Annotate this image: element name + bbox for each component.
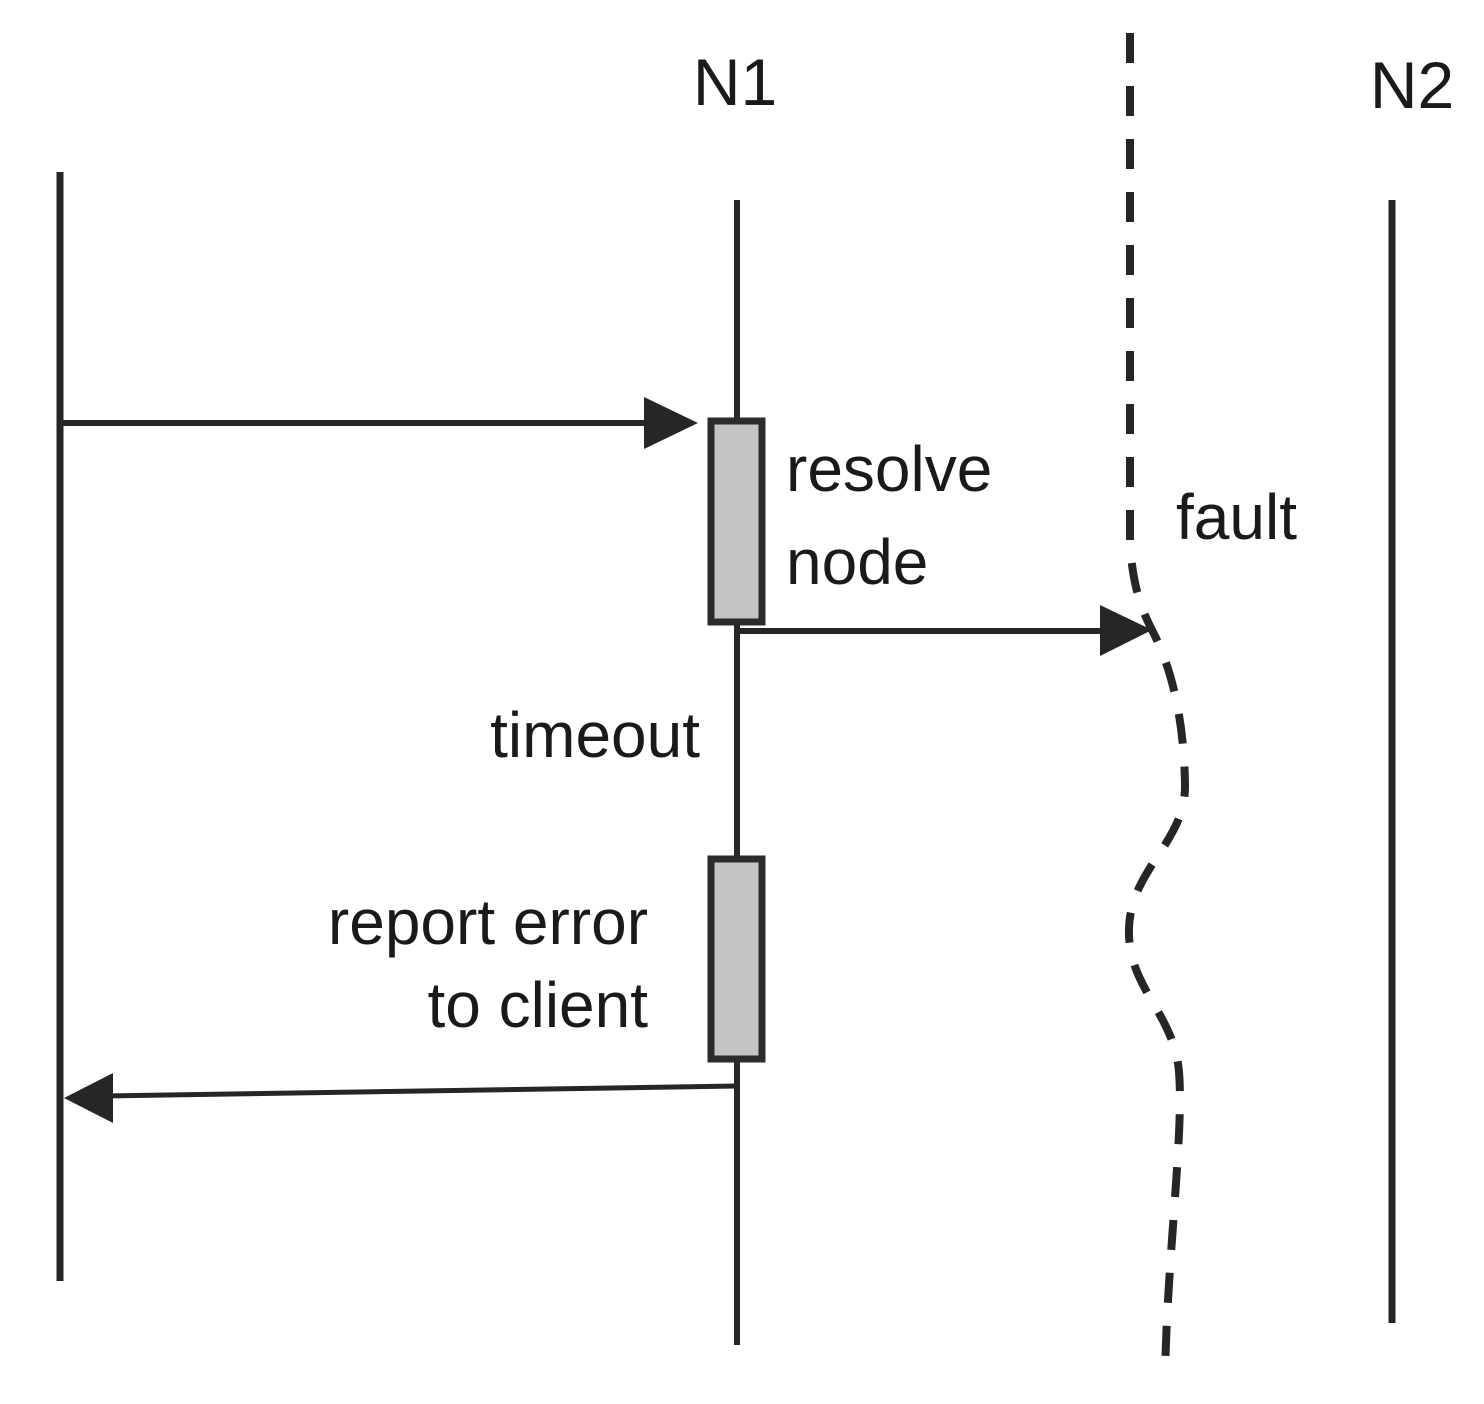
n2-label: N2 [1369,48,1455,122]
n1-label: N1 [692,45,778,119]
return-arrow-n1-to-client [64,1073,738,1123]
report-error-label: report error to client [327,886,648,1042]
resolve-node-label: resolve node [786,433,993,598]
timeout-label: timeout [490,699,700,771]
message-line-n1-to-client [104,1083,738,1099]
message-arrow-client-to-n1 [60,397,698,449]
fault-label: fault [1176,481,1297,553]
fault-lifeline-dashed [1124,33,1190,1377]
arrowhead-right-icon [1100,605,1152,656]
activation-box-report-error [707,855,766,1063]
arrowhead-right-icon [644,397,698,449]
activation-box-resolve-node [707,417,766,626]
message-arrow-n1-to-fault [737,605,1152,656]
arrowhead-left-icon [64,1073,113,1123]
